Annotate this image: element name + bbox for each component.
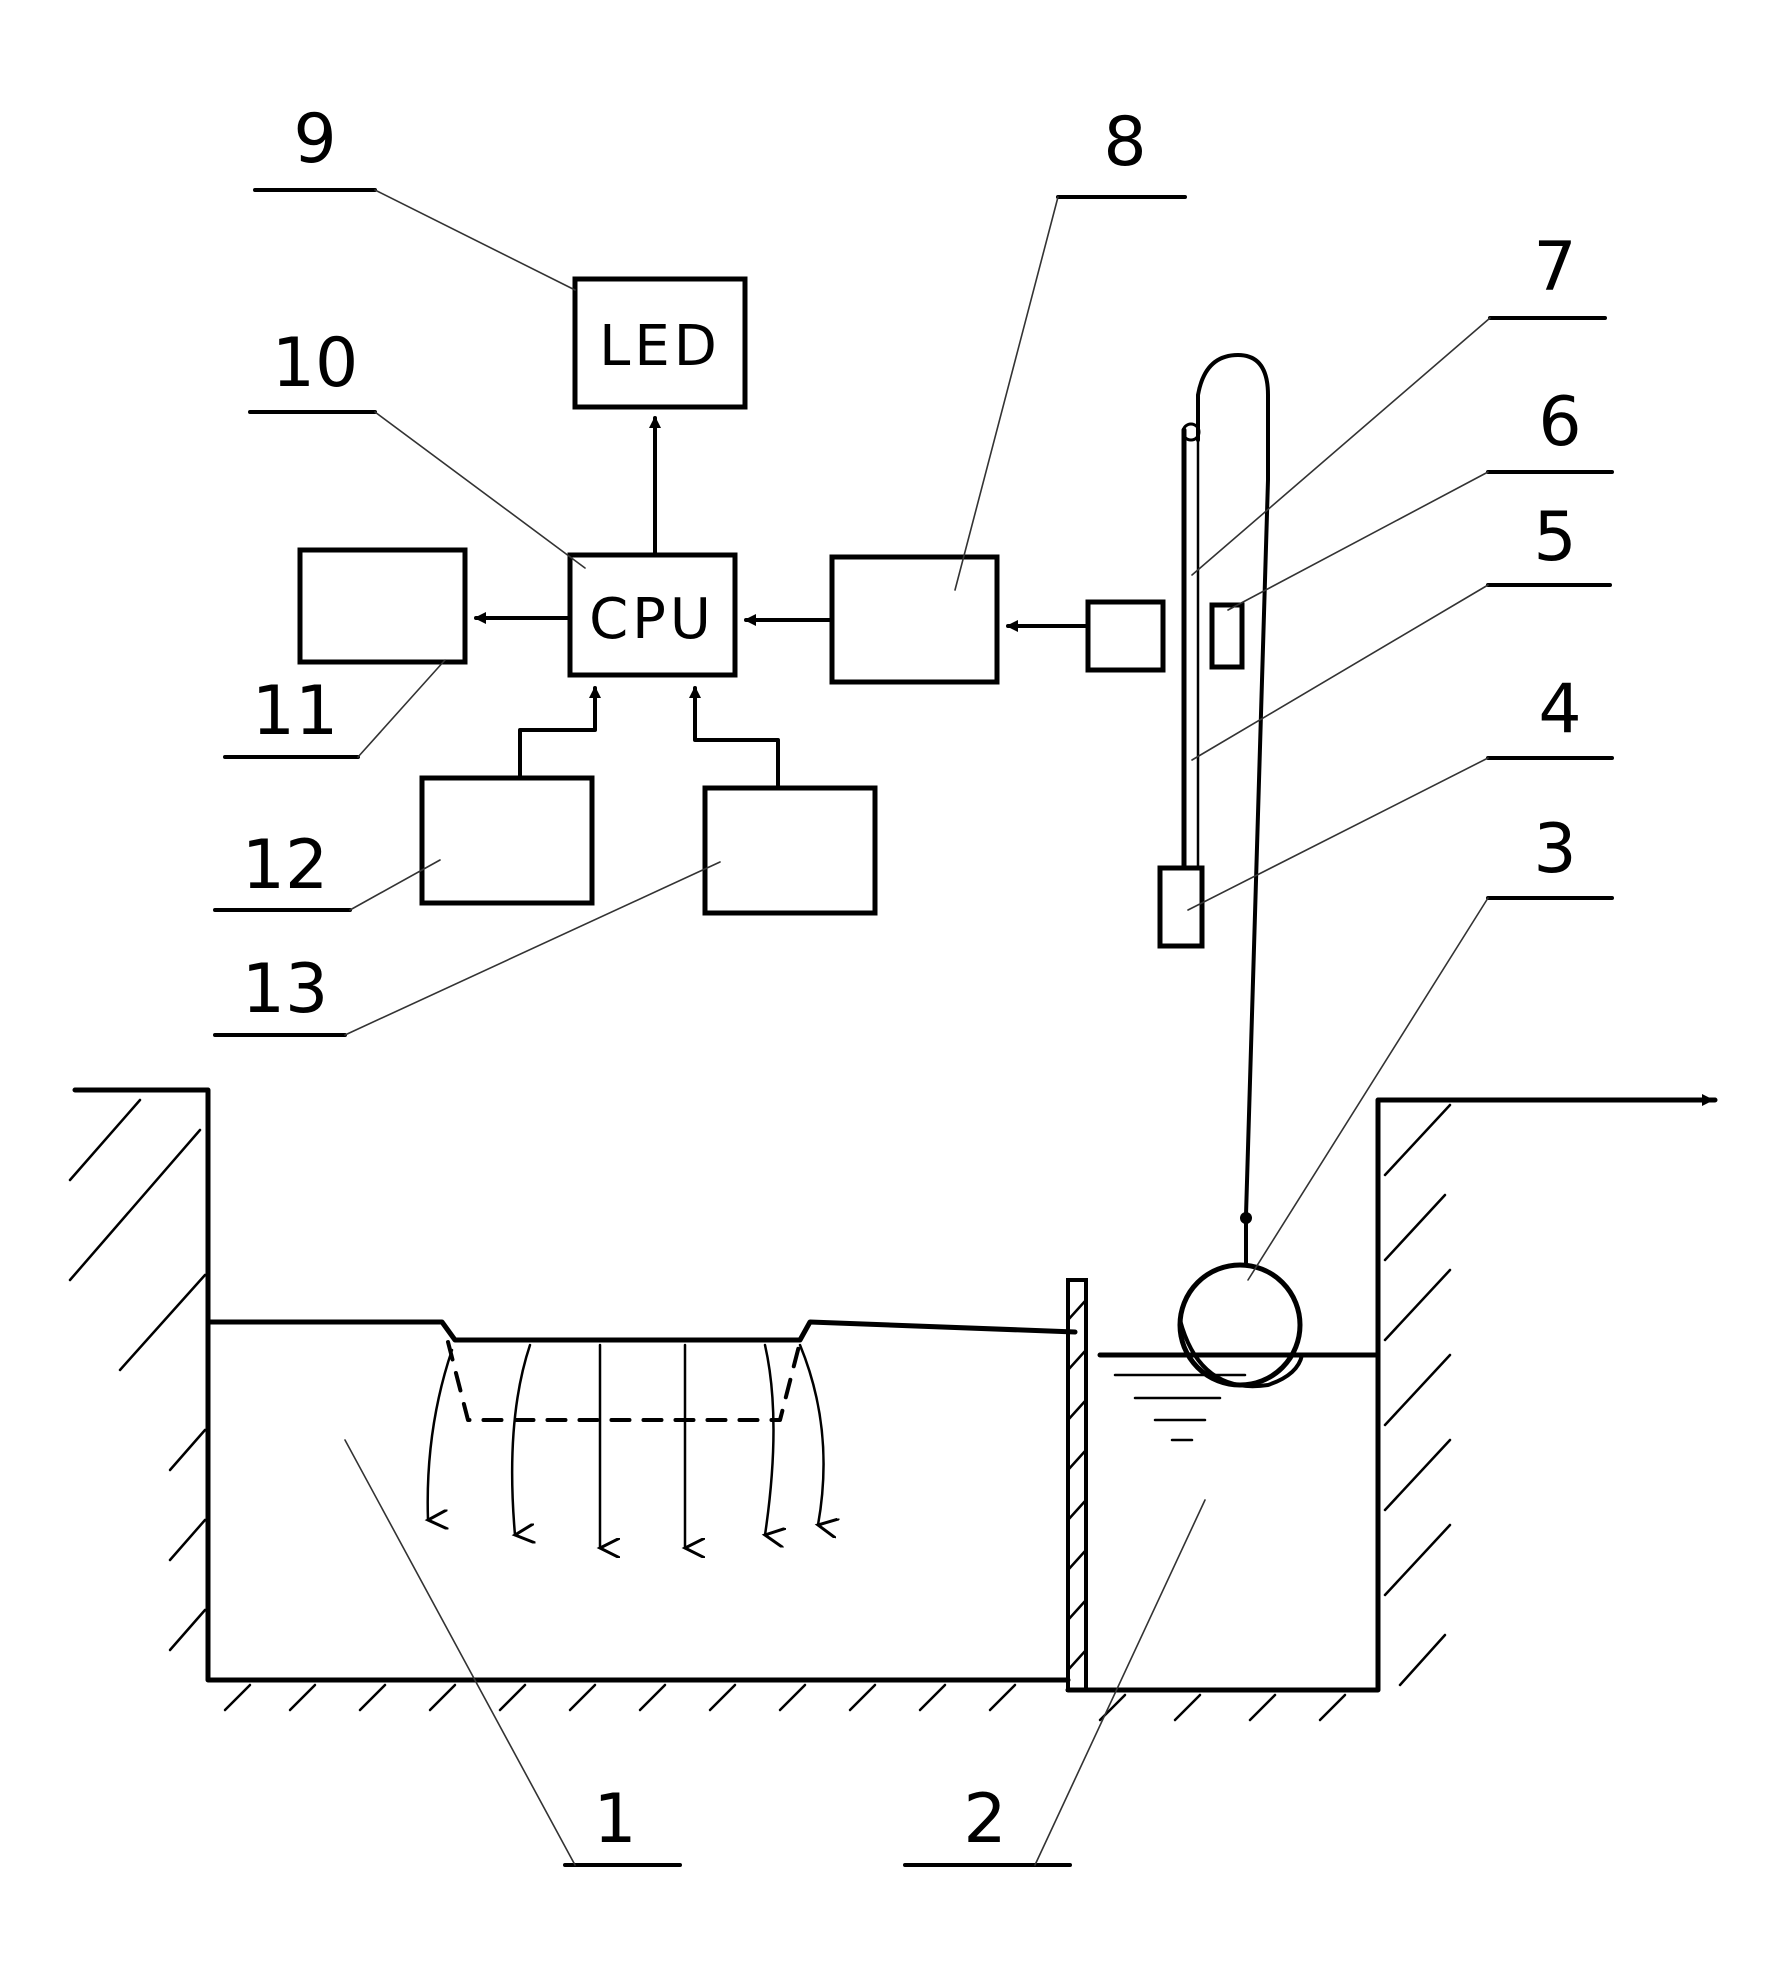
magnet-block xyxy=(1209,602,1245,670)
flow-arrows xyxy=(428,1343,824,1548)
led-box-label: LED xyxy=(599,314,721,379)
float-ball xyxy=(1177,1262,1303,1388)
water-level-symbol xyxy=(1113,1373,1247,1442)
label-8: 8 xyxy=(1103,103,1146,182)
label-3: 3 xyxy=(1533,810,1576,889)
label-10: 10 xyxy=(272,324,359,403)
label-7: 7 xyxy=(1533,228,1576,307)
label-4: 4 xyxy=(1538,670,1581,749)
measuring-rod xyxy=(1181,422,1201,873)
leader-lines xyxy=(213,188,1614,1867)
input13-to-cpu-arrow xyxy=(689,686,780,790)
label-2: 2 xyxy=(963,1780,1006,1859)
label-13: 13 xyxy=(242,950,329,1029)
cpu-box-label: CPU xyxy=(589,587,715,652)
label-6: 6 xyxy=(1538,383,1581,462)
input12-to-cpu-arrow xyxy=(518,686,601,780)
input-box-13 xyxy=(702,785,878,916)
input-box-12 xyxy=(419,775,595,906)
output-box xyxy=(297,547,468,665)
left-water-surface xyxy=(205,1319,1078,1343)
signal-processing-box xyxy=(829,554,1000,685)
label-11: 11 xyxy=(252,672,339,751)
counterweight xyxy=(1157,865,1205,949)
label-1: 1 xyxy=(593,1780,636,1859)
partition-wall xyxy=(1066,1278,1088,1692)
cpu-box: CPU xyxy=(567,552,738,678)
float-ball-lower-arc xyxy=(1178,1318,1304,1389)
label-5: 5 xyxy=(1533,498,1576,577)
float-cable xyxy=(1196,353,1270,1217)
sensor-box xyxy=(1085,599,1166,673)
led-display-box: LED xyxy=(572,276,748,410)
label-9: 9 xyxy=(293,100,336,179)
wall-hatching xyxy=(68,1098,1452,1722)
left-tank-wall xyxy=(72,1087,1071,1683)
filter-basket xyxy=(446,1340,802,1422)
label-12: 12 xyxy=(242,826,329,905)
right-tank-wall xyxy=(1065,1097,1718,1693)
